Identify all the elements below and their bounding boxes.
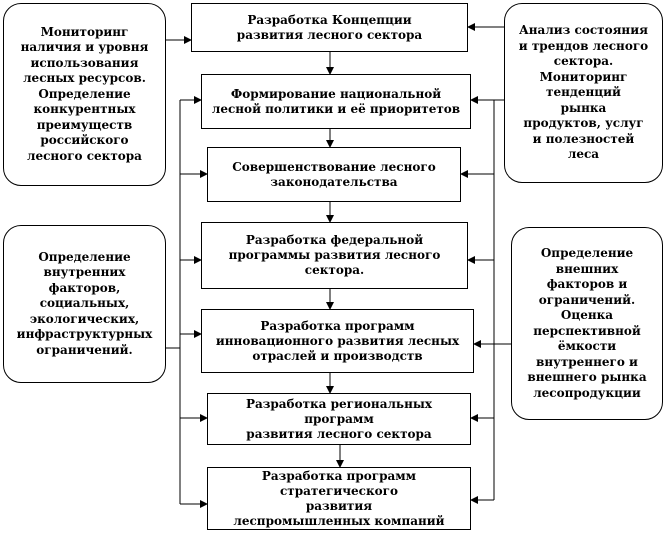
node-federal: Разработка федеральной программы развити… <box>201 222 468 289</box>
node-monitoring: Мониторинг наличия и уровня использовани… <box>3 3 166 186</box>
node-internal: Определение внутренних факторов, социаль… <box>3 225 166 383</box>
node-policy: Формирование национальной лесной политик… <box>201 74 471 129</box>
node-innovation: Разработка программ инновационного разви… <box>201 309 474 373</box>
node-analysis: Анализ состояния и трендов лесного секто… <box>504 3 663 183</box>
node-concept: Разработка Концепции развития лесного се… <box>191 3 468 52</box>
node-regional: Разработка региональных программ развити… <box>207 393 471 445</box>
node-external: Определение внешних факторов и ограничен… <box>511 227 663 420</box>
node-law: Совершенствование лесного законодательст… <box>207 147 461 202</box>
node-strategic: Разработка программ стратегического разв… <box>207 467 471 530</box>
